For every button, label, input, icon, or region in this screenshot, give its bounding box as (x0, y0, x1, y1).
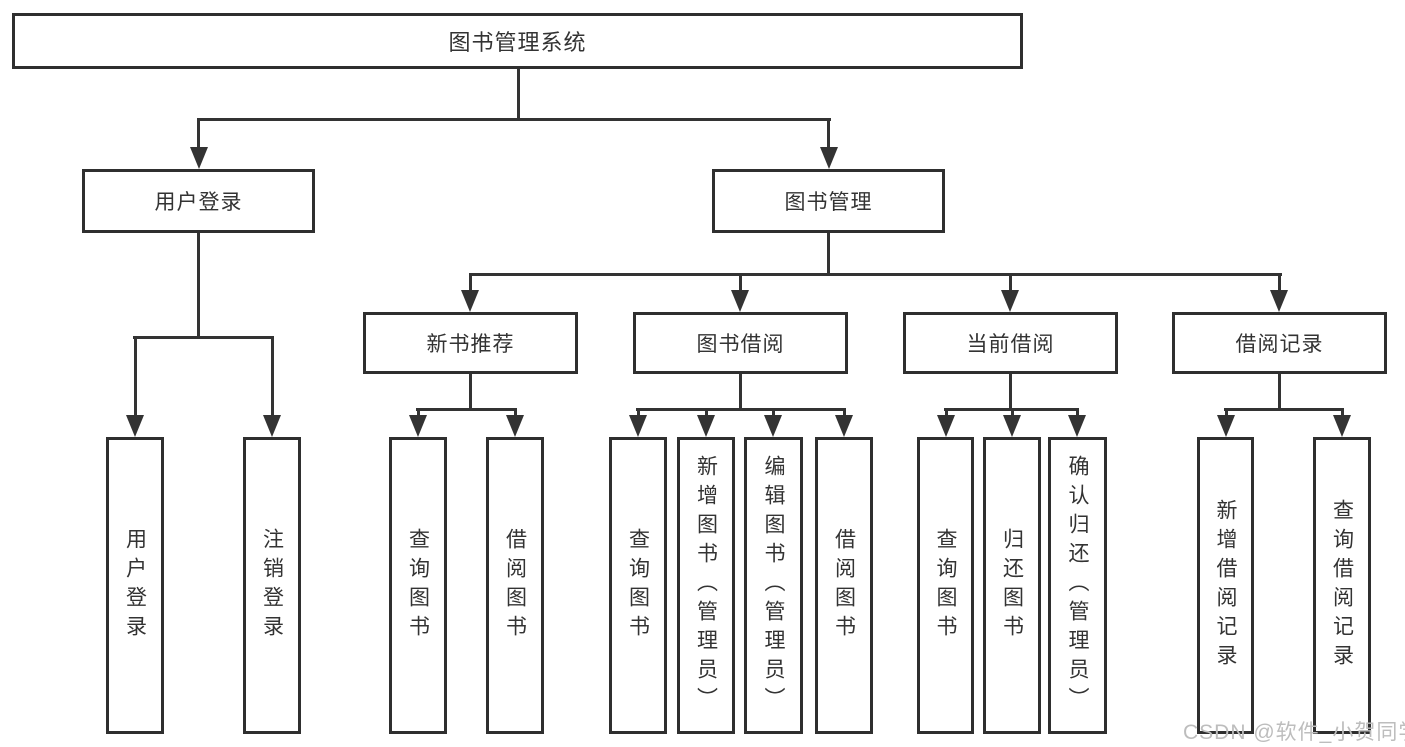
leaf-label: 新增借阅记录 (1214, 498, 1237, 673)
leaf-confirm-return-admin: 确认归还（管理员） (1048, 437, 1107, 734)
leaf-label: 查询图书 (406, 527, 430, 644)
arrow-down-icon (263, 415, 281, 437)
leaf-query-books-2: 查询图书 (609, 437, 667, 734)
connector-line (517, 69, 520, 118)
arrow-down-icon (1003, 415, 1021, 437)
connector-line (197, 118, 200, 150)
arrow-down-icon (409, 415, 427, 437)
leaf-label: 借阅图书 (503, 527, 527, 644)
connector-line (197, 233, 200, 339)
connector-line (843, 408, 846, 418)
node-book-management: 图书管理 (712, 169, 945, 233)
leaf-borrow-books-2: 借阅图书 (815, 437, 873, 734)
leaf-borrow-books: 借阅图书 (486, 437, 544, 734)
connector-line (1225, 408, 1228, 418)
node-borrowing-records: 借阅记录 (1172, 312, 1387, 374)
connector-line (1278, 273, 1281, 292)
connector-line (271, 336, 274, 417)
connector-line (1011, 408, 1014, 418)
arrow-down-icon (629, 415, 647, 437)
leaf-user-login: 用户登录 (106, 437, 164, 734)
node-label: 新书推荐 (426, 333, 515, 356)
node-library-management-system: 图书管理系统 (12, 13, 1023, 69)
leaf-query-books: 查询图书 (389, 437, 447, 734)
leaf-edit-book-admin: 编辑图书（管理员） (744, 437, 803, 734)
arrow-down-icon (835, 415, 853, 437)
leaf-label: 新增图书（管理员） (694, 455, 718, 716)
arrow-down-icon (1270, 290, 1288, 312)
connector-line (469, 374, 472, 408)
connector-line (739, 273, 742, 292)
arrow-down-icon (1333, 415, 1351, 437)
leaf-label: 注销登录 (260, 527, 284, 644)
arrow-down-icon (731, 290, 749, 312)
leaf-label: 查询借阅记录 (1330, 498, 1354, 673)
connector-line (739, 374, 742, 408)
arrow-down-icon (820, 147, 838, 169)
arrow-down-icon (190, 147, 208, 169)
arrow-down-icon (506, 415, 524, 437)
connector-line (1224, 408, 1344, 411)
node-current-borrowing: 当前借阅 (903, 312, 1118, 374)
leaf-label: 查询图书 (626, 527, 650, 644)
connector-line (469, 273, 1282, 276)
leaf-return-book: 归还图书 (983, 437, 1041, 734)
arrow-down-icon (1068, 415, 1086, 437)
leaf-label: 用户登录 (123, 527, 147, 644)
arrow-down-icon (1217, 415, 1235, 437)
leaf-query-borrow-record: 查询借阅记录 (1313, 437, 1371, 734)
connector-line (1278, 374, 1281, 408)
arrow-down-icon (126, 415, 144, 437)
leaf-logout: 注销登录 (243, 437, 301, 734)
connector-line (827, 233, 830, 273)
leaf-label: 归还图书 (1000, 527, 1024, 644)
leaf-label: 编辑图书（管理员） (762, 455, 785, 716)
node-book-borrowing: 图书借阅 (633, 312, 848, 374)
connector-line (827, 118, 830, 150)
arrow-down-icon (461, 290, 479, 312)
connector-line (772, 408, 775, 418)
connector-line (469, 273, 472, 292)
arrow-down-icon (937, 415, 955, 437)
node-label: 当前借阅 (966, 333, 1055, 356)
connector-line (133, 336, 274, 339)
node-label: 图书借阅 (696, 333, 785, 356)
connector-line (1341, 408, 1344, 418)
connector-line (1009, 273, 1012, 292)
node-label: 图书管理 (784, 191, 873, 214)
connector-line (416, 408, 517, 411)
connector-line (197, 118, 831, 121)
arrow-down-icon (764, 415, 782, 437)
connector-line (1009, 374, 1012, 408)
connector-line (134, 336, 137, 417)
connector-line (1076, 408, 1079, 418)
arrow-down-icon (697, 415, 715, 437)
node-user-login: 用户登录 (82, 169, 315, 233)
leaf-label: 查询图书 (934, 527, 957, 644)
leaf-add-borrow-record: 新增借阅记录 (1197, 437, 1254, 734)
node-label: 图书管理系统 (448, 30, 587, 55)
connector-line (705, 408, 708, 418)
node-label: 用户登录 (154, 191, 243, 214)
arrow-down-icon (1001, 290, 1019, 312)
node-label: 借阅记录 (1235, 333, 1324, 356)
connector-line (945, 408, 948, 418)
connector-line (636, 408, 846, 411)
leaf-add-book-admin: 新增图书（管理员） (677, 437, 735, 734)
node-new-book-recommendation: 新书推荐 (363, 312, 578, 374)
connector-line (417, 408, 420, 418)
leaf-query-books-3: 查询图书 (917, 437, 974, 734)
leaf-label: 借阅图书 (832, 527, 856, 644)
watermark: CSDN @软件_小贺同学 (1183, 721, 1405, 744)
connector-line (514, 408, 517, 418)
leaf-label: 确认归还（管理员） (1066, 455, 1089, 716)
connector-line (637, 408, 640, 418)
